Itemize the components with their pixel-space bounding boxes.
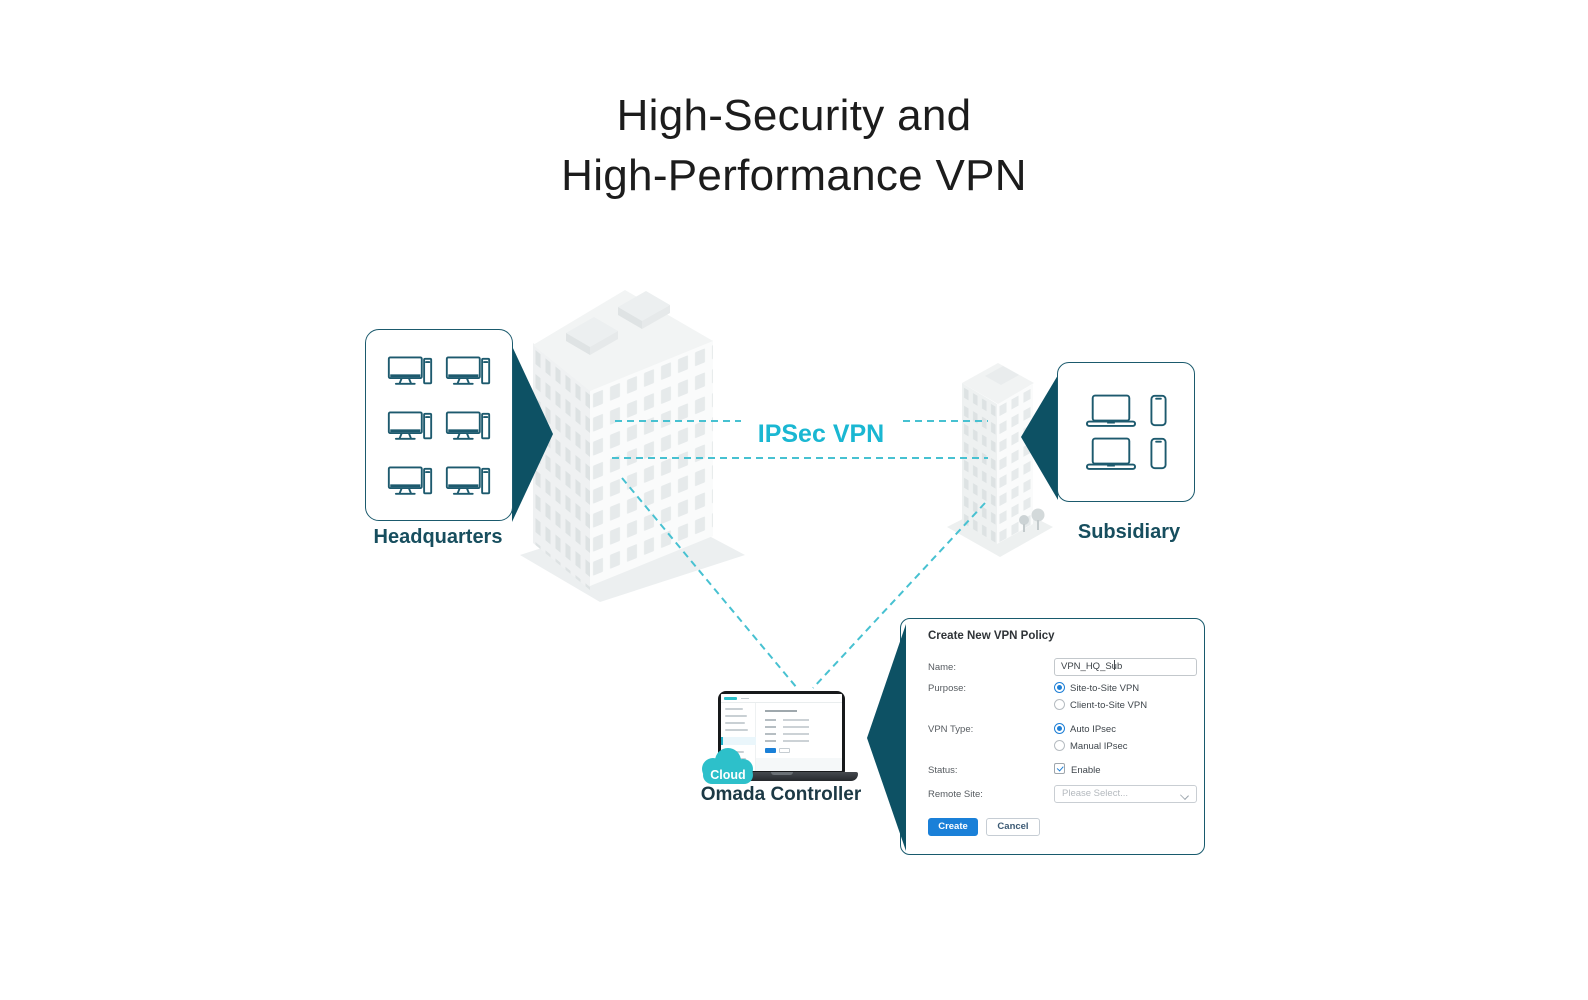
radio-client-to-site-label[interactable]: Client-to-Site VPN	[1070, 700, 1148, 711]
smartphone-icon	[1150, 394, 1167, 427]
mini-ui-primary-button	[765, 748, 776, 753]
remote-site-select[interactable]: Please Select...	[1054, 785, 1197, 803]
desktop-computer-icon	[387, 356, 433, 385]
subsidiary-building	[962, 363, 1045, 545]
mini-ui-selected-item	[721, 737, 756, 745]
omada-controller-label: Omada Controller	[700, 784, 862, 805]
enable-checkbox[interactable]	[1054, 763, 1065, 774]
controller-link-hq	[621, 477, 798, 689]
radio-site-to-site[interactable]	[1054, 682, 1065, 693]
radio-site-to-site-label[interactable]: Site-to-Site VPN	[1070, 683, 1140, 694]
subsidiary-label: Subsidiary	[1077, 521, 1181, 543]
smartphone-icon	[1150, 437, 1167, 470]
laptop-icon	[1085, 394, 1137, 427]
laptop-icon	[1085, 437, 1137, 470]
subsidiary-device-row	[1085, 437, 1167, 471]
vpn-type-field-label: VPN Type:	[928, 724, 974, 735]
cloud-badge-text: Cloud	[710, 768, 745, 782]
radio-client-to-site[interactable]	[1054, 699, 1065, 710]
create-button[interactable]: Create	[928, 818, 978, 836]
create-vpn-policy-dialog: Create New VPN Policy Name: Purpose: Sit…	[900, 618, 1205, 855]
mini-ui-secondary-button	[779, 748, 790, 753]
remote-site-select-value: Please Select...	[1062, 788, 1129, 799]
headquarters-devices-panel	[365, 329, 513, 521]
page-title-line1: High-Security and	[616, 91, 972, 140]
headquarters-callout-wedge	[512, 346, 553, 522]
dialog-title: Create New VPN Policy	[928, 630, 1055, 642]
name-input[interactable]	[1054, 657, 1197, 676]
desktop-computer-icon	[445, 411, 491, 440]
status-field-label: Status:	[928, 765, 958, 776]
radio-auto-ipsec[interactable]	[1054, 723, 1065, 734]
remote-site-field-label: Remote Site:	[928, 789, 983, 800]
text-caret	[1114, 660, 1115, 670]
subsidiary-device-row	[1085, 394, 1167, 428]
subsidiary-callout-wedge	[1021, 375, 1058, 500]
page-title: High-Security and High-Performance VPN	[0, 86, 1588, 206]
purpose-field-label: Purpose:	[928, 683, 967, 694]
desktop-computer-icon	[387, 466, 433, 495]
controller-link-subsidiary	[812, 502, 986, 689]
mini-ui-topbar	[721, 694, 842, 703]
name-field-label: Name:	[928, 662, 956, 673]
mini-ui-logo	[724, 697, 737, 700]
radio-manual-ipsec[interactable]	[1054, 740, 1065, 751]
cloud-badge: Cloud	[702, 748, 753, 784]
enable-checkbox-label[interactable]: Enable	[1071, 765, 1101, 776]
ipsec-vpn-label: IPSec VPN	[741, 420, 901, 449]
controller-laptop-base	[705, 772, 858, 781]
name-input-wrap	[1054, 656, 1197, 676]
subsidiary-devices-panel	[1057, 362, 1195, 502]
radio-manual-ipsec-label[interactable]: Manual IPsec	[1070, 741, 1128, 752]
headquarters-label: Headquarters	[373, 526, 503, 548]
radio-auto-ipsec-label[interactable]: Auto IPsec	[1070, 724, 1116, 735]
desktop-computer-icon	[445, 356, 491, 385]
desktop-computer-icon	[445, 466, 491, 495]
headquarters-building	[533, 290, 713, 590]
chevron-down-icon	[1180, 791, 1189, 800]
page-title-line2: High-Performance VPN	[561, 151, 1027, 200]
mini-ui-heading	[765, 710, 797, 712]
cancel-button[interactable]: Cancel	[986, 818, 1040, 836]
desktop-computer-icon	[387, 411, 433, 440]
